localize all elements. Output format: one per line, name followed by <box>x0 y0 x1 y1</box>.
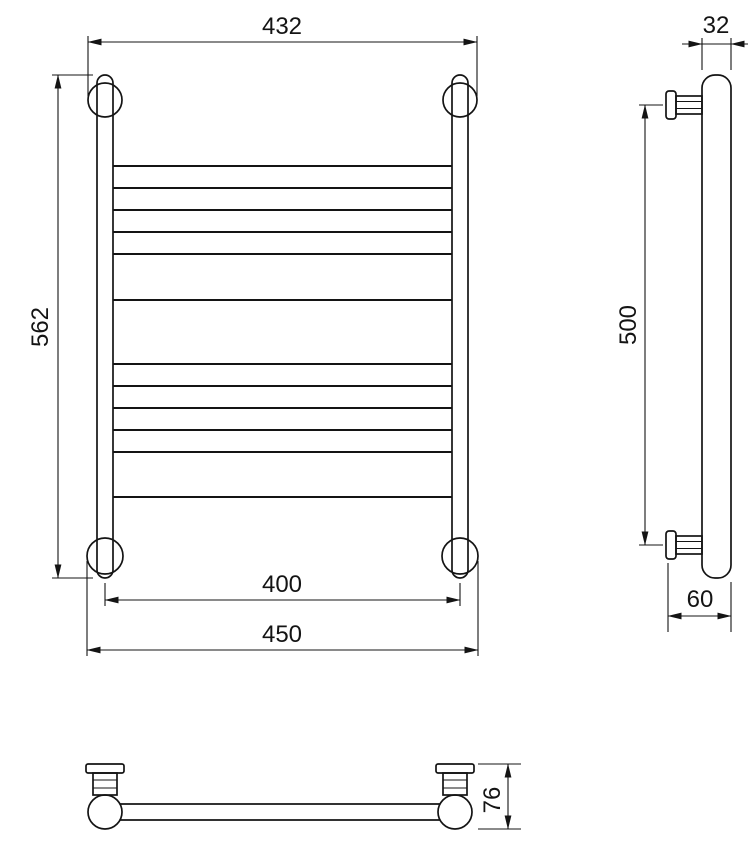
wall-plate <box>85 763 125 774</box>
dim-label-mount-spacing: 500 <box>615 305 642 345</box>
side-view: 32 500 60 <box>615 12 748 632</box>
dim-label-top-width: 432 <box>262 13 302 40</box>
extension-lines <box>701 38 732 70</box>
front-left-post <box>86 74 124 579</box>
dim-label-overall-width: 450 <box>262 621 302 648</box>
dim-bottom-depth: 76 <box>478 763 521 830</box>
dim-side-mount-spacing: 500 <box>615 104 663 546</box>
side-post-tube <box>701 74 732 579</box>
front-view: 432 562 400 450 <box>27 13 479 656</box>
dim-label-depth: 76 <box>479 787 506 814</box>
nut-facets <box>676 100 702 110</box>
front-rungs <box>113 165 452 498</box>
wall-flange <box>665 530 677 560</box>
wall-flange <box>665 90 677 120</box>
nut-facets <box>443 779 467 789</box>
extension-lines <box>667 563 732 632</box>
bottom-bar <box>120 803 440 821</box>
extension-lines <box>478 763 521 830</box>
dim-label-tube-width: 32 <box>703 12 730 39</box>
mount-nut <box>675 535 703 555</box>
extension-lines <box>639 104 663 546</box>
nut-facets <box>676 540 702 550</box>
bottom-left-mount <box>85 763 125 830</box>
bottom-left-wall-mount <box>86 537 124 575</box>
dim-front-inner-width: 400 <box>104 571 461 606</box>
nut-facets <box>93 779 117 789</box>
dim-front-height: 562 <box>27 74 93 579</box>
mount-collar <box>87 794 123 830</box>
right-post-tube <box>451 74 469 579</box>
side-top-bracket <box>665 90 703 120</box>
mount-nut <box>92 772 118 796</box>
top-right-wall-mount <box>442 82 478 118</box>
dim-side-tube-width: 32 <box>682 12 748 70</box>
top-left-wall-mount <box>87 82 123 118</box>
extension-lines <box>86 561 479 656</box>
bottom-view: 76 <box>85 763 521 830</box>
extension-lines <box>87 36 478 96</box>
dim-label-wall-offset: 60 <box>687 586 714 613</box>
dim-side-wall-offset: 60 <box>667 563 732 632</box>
mount-collar <box>437 794 473 830</box>
wall-plate <box>435 763 475 774</box>
mount-nut <box>442 772 468 796</box>
dim-front-top-width: 432 <box>87 13 478 96</box>
side-bottom-bracket <box>665 530 703 560</box>
dim-label-height: 562 <box>27 307 54 347</box>
dim-label-inner-width: 400 <box>262 571 302 598</box>
front-right-post <box>441 74 479 579</box>
left-post-tube <box>96 74 114 579</box>
dim-front-overall-width: 450 <box>86 561 479 656</box>
mount-nut <box>675 95 703 115</box>
bottom-right-mount <box>435 763 475 830</box>
bottom-right-wall-mount <box>441 537 479 575</box>
